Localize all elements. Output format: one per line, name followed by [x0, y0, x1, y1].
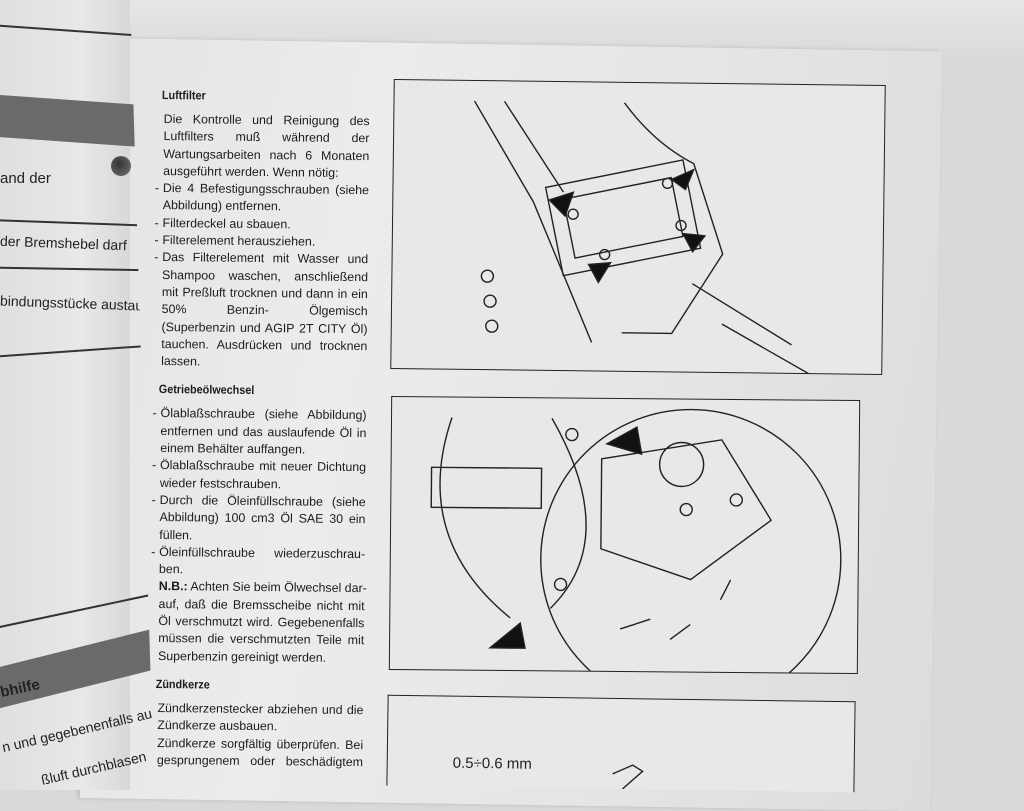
- fragment: and der: [0, 170, 51, 187]
- text-line: Abbildung) entfernen.: [162, 198, 282, 214]
- text-line: einem Behälter auffangen.: [160, 441, 306, 457]
- text-line: Zündkerze ausbauen.: [157, 718, 278, 734]
- text-line: Zündkerze sorgfältig überprüfen. Bei: [157, 735, 364, 752]
- text-line: Die Kontrolle und Reinigung des: [163, 112, 370, 129]
- arrow-icon: [488, 621, 526, 649]
- binder-hole: [111, 156, 131, 176]
- text-line: füllen.: [159, 527, 193, 542]
- bullet-line: Die 4 Befestigungsschrauben (siehe: [159, 180, 369, 199]
- gearbox-oil-figure: [388, 395, 861, 675]
- text-line: Abbildung) 100 cm3 Öl SAE 30 ein: [159, 510, 366, 527]
- bullet-line: Öleinfüllschraube wiederzuschrau-: [155, 544, 365, 563]
- text-line: lassen.: [161, 354, 201, 369]
- text-line: (Superbenzin und AGIP 2T CITY Öl): [161, 319, 368, 336]
- text-line: wieder festschrauben.: [159, 475, 282, 491]
- text-line: Superbenzin gereinigt werden.: [157, 648, 327, 665]
- text-line: auf, daß die Bremsscheibe nicht mit: [158, 596, 365, 613]
- arrow-icon: [604, 426, 643, 456]
- section-heading: Zündkerze: [155, 676, 210, 692]
- text-line: müssen die verschmutzten Teile mit: [158, 631, 365, 648]
- text-line: Luftfilters muß während der: [163, 129, 370, 146]
- spark-gap-label: 0.5÷0.6 mm: [452, 754, 532, 773]
- text-line: N.B.: Achten Sie beim Ölwechsel dar-: [158, 579, 367, 596]
- bullet-line: Ölablaßschraube (siehe Abbildung): [156, 405, 367, 424]
- section-heading: Luftfilter: [161, 88, 206, 103]
- fragment: bindungsstücke austau: [0, 292, 144, 314]
- text-line: ben.: [158, 562, 184, 577]
- bullet-line: Filterdeckel au sbauen.: [158, 215, 368, 234]
- text-line: gesprungenem oder beschädigtem: [156, 752, 364, 769]
- text-line: tauchen. Ausdrücken und trocknen: [161, 336, 368, 354]
- arrow-icon: [587, 261, 612, 284]
- text-line: Zündkerzenstecker abziehen und die: [157, 700, 364, 718]
- air-filter-figure: [390, 79, 886, 375]
- text-line: 50% Benzin- Ölgemisch: [161, 302, 368, 319]
- arrow-icon: [681, 232, 707, 253]
- text-line: Shampoo waschen, anschließend: [161, 267, 369, 284]
- arrow-icon: [548, 191, 575, 218]
- bullet-line: Filterelement herausziehen.: [158, 232, 368, 251]
- bullet-line: Ölablaßschraube mit neuer Dichtung: [156, 457, 366, 476]
- text-line: Wartungsarbeiten nach 6 Monaten: [163, 146, 370, 163]
- nb-label: N.B.:: [158, 579, 188, 594]
- bullet-line: Durch die Öleinfüllschraube (siehe: [156, 492, 366, 511]
- fragment: der Bremshebel darf: [0, 232, 128, 254]
- text-line: Öl verschmutzt wird. Gegebenenfalls: [158, 614, 365, 631]
- text-line: ausgeführt werden. Wenn nötig:: [163, 163, 339, 180]
- spark-plug-figure: 0.5÷0.6 mm: [386, 694, 856, 793]
- arrow-icon: [670, 168, 696, 191]
- section-heading: Getriebeölwechsel: [158, 382, 255, 398]
- bullet-line: Das Filterelement mit Wasser und: [158, 249, 368, 268]
- text-line: entfernen und das auslaufende Öl in: [160, 423, 367, 440]
- text-line: mit Preßluft trocknen und dann in ein: [161, 284, 368, 302]
- left-page: and der der Bremshebel darf bindungsstüc…: [0, 0, 154, 790]
